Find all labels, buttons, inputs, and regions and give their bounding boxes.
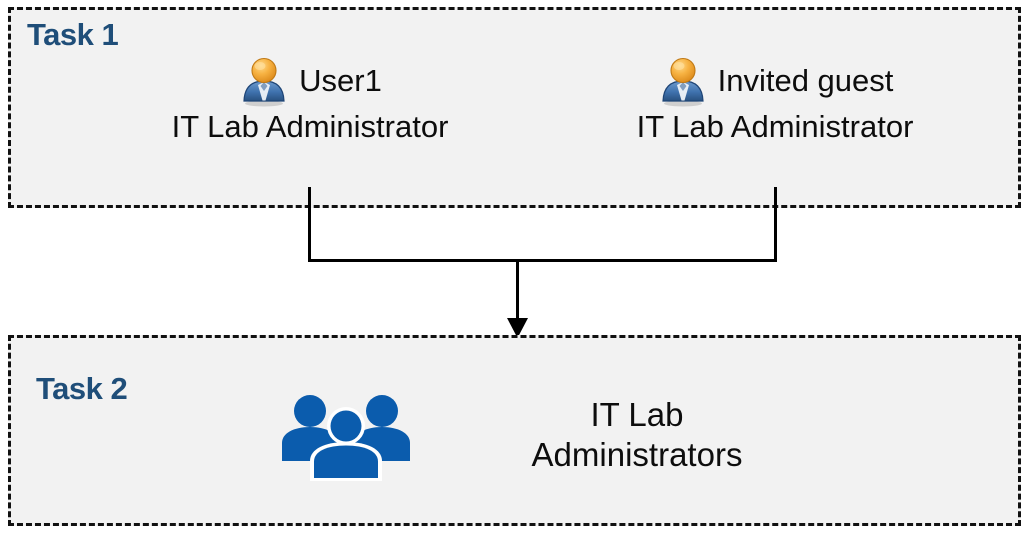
task-1-box — [8, 7, 1021, 208]
person-invited-guest-role: IT Lab Administrator — [636, 109, 914, 144]
task-1-label: Task 1 — [27, 17, 119, 52]
user-avatar-icon — [243, 57, 285, 107]
user-avatar-icon — [661, 57, 704, 107]
person-invited-guest-name: Invited guest — [717, 62, 894, 98]
task-2-label: Task 2 — [36, 371, 128, 406]
group-name-label: IT Lab Administrators — [531, 395, 743, 473]
person-user1: User1 IT Lab Administrator — [130, 55, 490, 146]
group-entry: IT Lab Administrators — [36, 380, 986, 490]
task-2-box — [8, 335, 1021, 526]
user-group-icon — [281, 395, 410, 481]
person-invited-guest: Invited guest IT Lab Administrator — [595, 55, 955, 146]
person-user1-name: User1 — [299, 62, 382, 98]
person-user1-role: IT Lab Administrator — [171, 109, 449, 144]
person-invited-guest-header: Invited guest — [595, 55, 955, 107]
person-user1-header: User1 — [130, 55, 490, 107]
